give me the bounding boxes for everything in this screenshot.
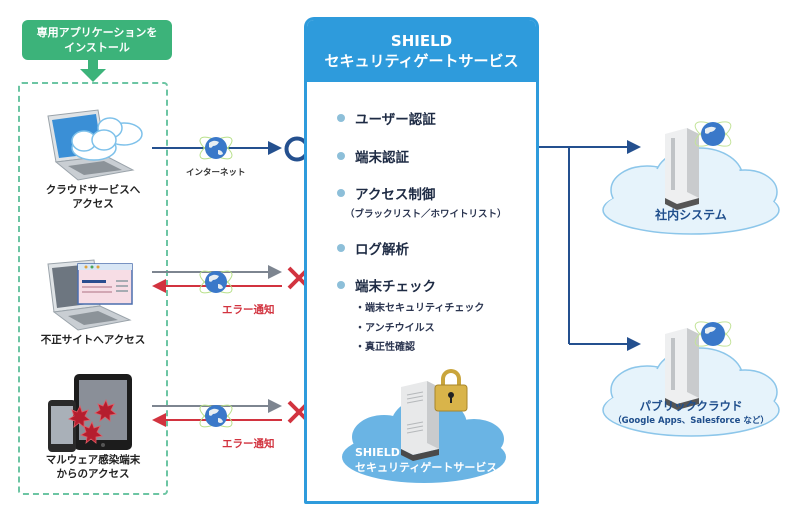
client-label-line1: マルウェア感染端末 <box>45 454 141 466</box>
bullet-dot <box>337 244 345 252</box>
shield-cloud-server-icon <box>342 369 506 483</box>
allowed-arrow-head <box>268 141 282 155</box>
install-arrow-icon <box>80 58 106 82</box>
infected-devices-icon <box>48 374 132 452</box>
destination-public-cloud-label: パブリッククラウド <box>639 399 743 413</box>
globe-icon <box>199 404 233 428</box>
destination-internal-system-label: 社内システム <box>655 208 727 222</box>
client-label-line2: からのアクセス <box>56 468 130 480</box>
error-arrow-head <box>152 413 166 427</box>
laptop-browser-icon <box>47 259 133 331</box>
bullet-dot <box>337 189 345 197</box>
request-arrow-head <box>268 399 282 413</box>
feature-user-auth: ユーザー認証 <box>337 108 436 128</box>
feature-label: 端末チェック <box>355 279 436 295</box>
feature-device-auth: 端末認証 <box>337 146 409 166</box>
feature-label: アクセス制御 <box>355 187 436 203</box>
internal-system-cloud-icon <box>602 121 780 235</box>
client-label-line1: 不正サイトへアクセス <box>40 334 146 346</box>
feature-label: ログ解析 <box>355 242 409 258</box>
public-cloud-icon <box>602 321 780 437</box>
error-notice-label: エラー通知 <box>222 438 275 450</box>
feature-label: 端末認証 <box>355 150 409 166</box>
internet-label: インターネット <box>186 168 246 178</box>
bullet-dot <box>337 281 345 289</box>
feature-access-control: アクセス制御 <box>337 183 435 203</box>
gateway-to-destinations-connector <box>539 140 641 351</box>
laptop-cloud-icon <box>47 109 143 181</box>
install-badge-line2: インストール <box>64 41 130 54</box>
client-label-cloud-access: クラウドサービスへ アクセス <box>24 183 162 211</box>
arrow-head-internal <box>627 140 641 154</box>
shield-gateway-panel: SHIELD セキュリティゲートサービス ユーザー認証 端末認証 アクセス制御 … <box>304 17 539 504</box>
client-label-illegal-site: 不正サイトへアクセス <box>24 333 162 347</box>
arrow-head-public <box>627 337 641 351</box>
shield-cloud-label: SHIELD セキュリティゲートサービス <box>355 445 497 475</box>
install-app-badge: 専用アプリケーションを インストール <box>22 20 172 60</box>
feature-access-control-sub: （ブラックリスト／ホワイトリスト） <box>345 209 507 220</box>
bullet-dot <box>337 114 345 122</box>
request-arrow-head <box>268 265 282 279</box>
device-check-item: ・端末セキュリティチェック <box>355 303 485 314</box>
globe-icon <box>199 136 233 160</box>
shield-subtitle: セキュリティゲートサービス <box>324 52 519 70</box>
feature-log-analysis: ログ解析 <box>337 238 409 258</box>
shield-title: SHIELD <box>390 32 453 50</box>
client-devices-group <box>18 82 168 495</box>
error-arrow-head <box>152 279 166 293</box>
error-notice-label: エラー通知 <box>222 304 275 316</box>
feature-label: ユーザー認証 <box>355 112 436 128</box>
bullet-dot <box>337 152 345 160</box>
client-label-malware-device: マルウェア感染端末 からのアクセス <box>24 453 162 481</box>
shield-panel-header: SHIELD セキュリティゲートサービス <box>307 20 536 82</box>
destination-public-cloud-sub: （Google Apps、Salesforce など） <box>613 416 769 426</box>
client-label-line1: クラウドサービスへ <box>45 184 141 196</box>
shield-cloud-label-line1: SHIELD <box>355 446 400 459</box>
install-badge-line1: 専用アプリケーションを <box>36 26 158 39</box>
device-check-item: ・アンチウイルス <box>355 323 435 334</box>
shield-cloud-label-line2: セキュリティゲートサービス <box>355 461 498 474</box>
client-label-line2: アクセス <box>72 198 114 210</box>
feature-device-check: 端末チェック <box>337 275 436 295</box>
device-check-item: ・真正性確認 <box>355 342 415 353</box>
globe-icon <box>199 270 233 294</box>
